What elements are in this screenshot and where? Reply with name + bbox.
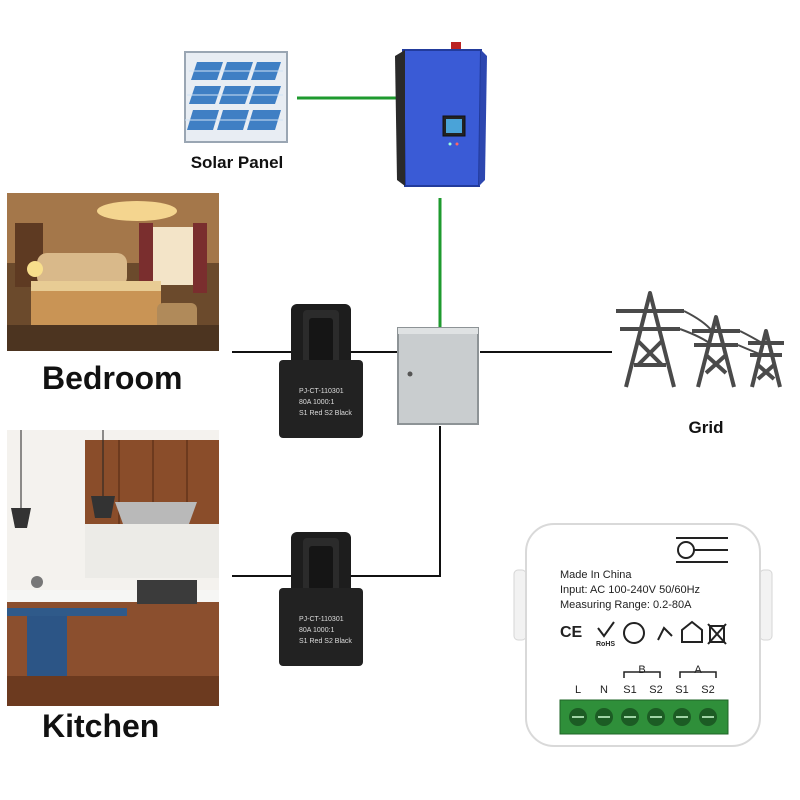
meter-range-text: Measuring Range: 0.2-80A: [560, 599, 692, 611]
channel-b-label: B: [638, 664, 646, 676]
power-tower-icon: [612, 285, 792, 390]
distribution-box-icon: [396, 326, 482, 426]
grid-label: Grid: [688, 418, 724, 437]
ct-rating-text: 80A 1000:1: [299, 627, 335, 634]
meter-origin-text: Made In China: [560, 569, 632, 581]
terminal-label-b-s2: S2: [649, 684, 663, 696]
ce-mark: CE: [560, 624, 583, 641]
kitchen-label: Kitchen: [42, 708, 160, 744]
solar-panel-icon: [183, 50, 289, 144]
bedroom-label: Bedroom: [42, 360, 183, 396]
channel-a-label: A: [694, 664, 702, 676]
terminal-label-l: L: [574, 684, 582, 696]
terminal-label-a-s2: S2: [701, 684, 715, 696]
terminal-label-a-s1: S1: [675, 684, 689, 696]
ct-model-text: PJ-CT-110301: [299, 616, 344, 623]
ct-rating-text: 80A 1000:1: [299, 399, 335, 406]
ct-model-text: PJ-CT-110301: [299, 388, 344, 395]
meter-input-text: Input: AC 100-240V 50/60Hz: [560, 584, 701, 596]
terminal-label-b-s1: S1: [623, 684, 637, 696]
energy-meter-module: Made In China Input: AC 100-240V 50/60Hz…: [512, 520, 774, 750]
ct-clamp-kitchen: PJ-CT-110301 80A 1000:1 S1 Red S2 Black: [277, 530, 365, 666]
ct-wire-text: S1 Red S2 Black: [299, 410, 352, 417]
solar-panel-label: Solar Panel: [190, 153, 284, 172]
kitchen-photo: [7, 430, 219, 706]
inverter-icon: [395, 40, 487, 190]
terminal-label-n: N: [600, 684, 608, 696]
bedroom-photo: [7, 193, 219, 351]
ct-clamp-bedroom: PJ-CT-110301 80A 1000:1 S1 Red S2 Black: [277, 302, 365, 438]
rohs-mark: RoHS: [596, 641, 616, 648]
ct-wire-text: S1 Red S2 Black: [299, 638, 352, 645]
